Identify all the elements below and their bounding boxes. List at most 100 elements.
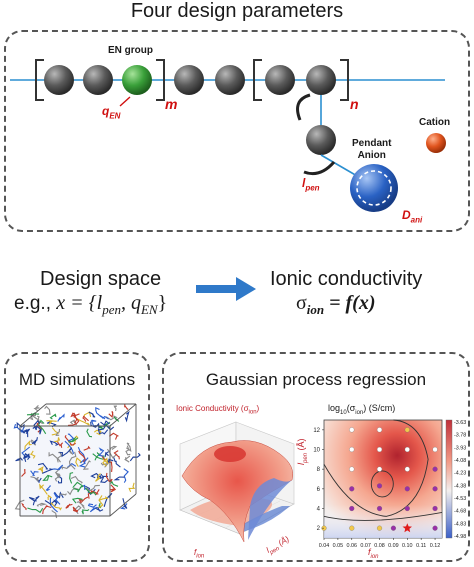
- md-molecule: [51, 510, 58, 519]
- bracket-m-right: [156, 59, 165, 101]
- eq-sub1: pen: [102, 301, 121, 317]
- contour-line: [323, 419, 429, 517]
- md-molecule: [122, 498, 128, 509]
- surface-3d-plot: [179, 421, 295, 543]
- md-molecule: [93, 429, 102, 436]
- contour-line: [323, 511, 443, 521]
- contour-title-log: log: [328, 403, 341, 413]
- contour-ylabel-text: l: [296, 463, 306, 465]
- data-point: [432, 486, 438, 492]
- md-molecule: [31, 437, 38, 445]
- md-molecule: [82, 484, 87, 491]
- md-molecule: [109, 484, 117, 493]
- contour-title-sub: 10: [340, 409, 347, 416]
- md-molecule: [129, 452, 141, 462]
- data-point: [376, 525, 383, 531]
- eq-part2: , q: [120, 292, 141, 314]
- md-molecule: [120, 503, 128, 510]
- md-molecule: [37, 462, 49, 470]
- md-molecule: [124, 455, 131, 463]
- eg-prefix: e.g.,: [14, 293, 57, 314]
- md-molecule: [30, 476, 39, 483]
- contour-xlabel-text: f: [368, 547, 371, 557]
- gp-regression-box: [162, 352, 470, 562]
- contour-title-end: ) (S/cm): [363, 403, 396, 413]
- md-molecule: [78, 457, 89, 468]
- md-molecule: [109, 445, 118, 452]
- md-molecule: [83, 445, 91, 451]
- md-molecule: [67, 433, 75, 441]
- md-molecule: [21, 468, 26, 477]
- data-point: [432, 446, 438, 453]
- md-molecule: [70, 475, 83, 484]
- contour-xlabel-sub: ion: [370, 553, 379, 560]
- md-molecule: [72, 506, 79, 513]
- md-molecule: [69, 472, 74, 484]
- gp-regression-title: Gaussian process regression: [205, 370, 427, 389]
- md-molecule: [55, 428, 61, 437]
- md-molecule: [45, 485, 51, 492]
- md-molecule: [100, 475, 109, 483]
- md-molecule: [88, 411, 96, 418]
- md-molecule: [96, 475, 108, 480]
- x-tick-label: 0.04: [319, 543, 330, 549]
- colorbar-tick-label: -4.23: [454, 471, 466, 477]
- surface-xlabel-text: f: [194, 548, 197, 557]
- contour-title-sub2: ion: [355, 409, 364, 416]
- md-molecule: [108, 432, 120, 440]
- contour-ylabel-sub: pen: [302, 452, 309, 463]
- md-molecule: [29, 412, 40, 421]
- anion-diameter-ring: [356, 170, 392, 206]
- sigma-symbol: σ: [296, 292, 307, 314]
- arrow-icon: [196, 277, 256, 301]
- md-molecule: [41, 468, 54, 474]
- md-molecule: [104, 451, 109, 457]
- q-en-symbol: q: [102, 104, 110, 118]
- md-molecule: [90, 421, 100, 429]
- md-molecule: [68, 437, 79, 443]
- design-space-equation: e.g., x = {lpen, qEN}: [14, 292, 167, 318]
- md-molecule: [42, 474, 53, 482]
- md-molecule: [68, 447, 74, 456]
- data-point: [349, 505, 355, 512]
- optimum-star: [402, 523, 412, 533]
- colorbar-tick-label: -3.63: [454, 420, 466, 426]
- d-ani-symbol: D: [402, 208, 411, 222]
- colorbar: [445, 419, 453, 539]
- backbone-bead: [306, 65, 336, 95]
- pendant-anion-label: Pendant Anion: [352, 138, 391, 162]
- colorbar-tick-label: -4.38: [454, 483, 466, 489]
- md-simulations-box: [4, 352, 150, 562]
- md-molecule: [49, 413, 57, 420]
- md-molecule: [65, 503, 73, 509]
- data-point: [390, 525, 396, 531]
- data-point: [404, 446, 410, 453]
- backbone-bead: [215, 65, 245, 95]
- data-point: [349, 427, 355, 433]
- x-tick-label: 0.06: [347, 543, 358, 549]
- md-molecule: [113, 476, 125, 481]
- x-tick-label: 0.07: [360, 543, 371, 549]
- md-molecule: [51, 427, 60, 436]
- md-molecule: [81, 509, 90, 515]
- backbone-bead: [174, 65, 204, 95]
- md-molecule: [22, 428, 31, 435]
- md-molecule: [124, 404, 129, 410]
- colorbar-tick-label: -3.93: [454, 445, 466, 451]
- md-molecule: [82, 415, 89, 422]
- q-en-label: qEN: [102, 104, 120, 120]
- data-point: [376, 505, 383, 512]
- surface-title-sub: ion: [248, 409, 257, 416]
- md-molecule: [56, 440, 64, 448]
- sigma-subscript: ion: [306, 302, 325, 317]
- md-molecule: [105, 472, 113, 483]
- md-molecule: [32, 425, 42, 435]
- contour-line: [370, 470, 394, 498]
- md-molecule: [27, 507, 44, 514]
- data-point: [432, 505, 438, 512]
- md-molecule: [64, 440, 75, 454]
- d-ani-subscript: ani: [410, 215, 423, 225]
- md-simulation-cube: [13, 403, 141, 519]
- md-molecule: [44, 500, 58, 506]
- md-molecule: [15, 457, 23, 462]
